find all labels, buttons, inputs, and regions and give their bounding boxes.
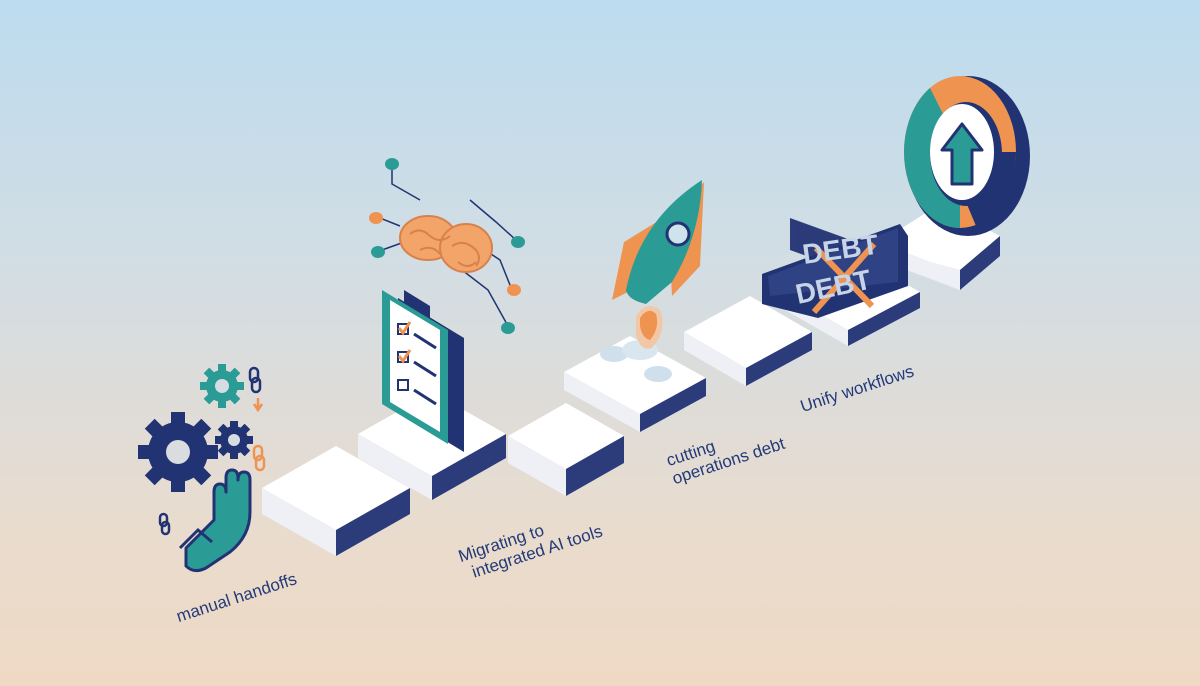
brain-circuit-icon [369, 158, 525, 334]
rocket-icon [600, 180, 704, 382]
step-1 [262, 446, 410, 556]
chain-link-icon [158, 366, 266, 536]
step-4 [564, 336, 706, 432]
gears-icon [138, 364, 253, 492]
growth-ring-icon [904, 76, 1030, 236]
debt-sign-icon [762, 218, 908, 318]
step-5 [684, 296, 812, 386]
step-3 [508, 403, 624, 496]
hand-icon [178, 468, 252, 573]
clipboard-checklist-icon [382, 290, 464, 452]
